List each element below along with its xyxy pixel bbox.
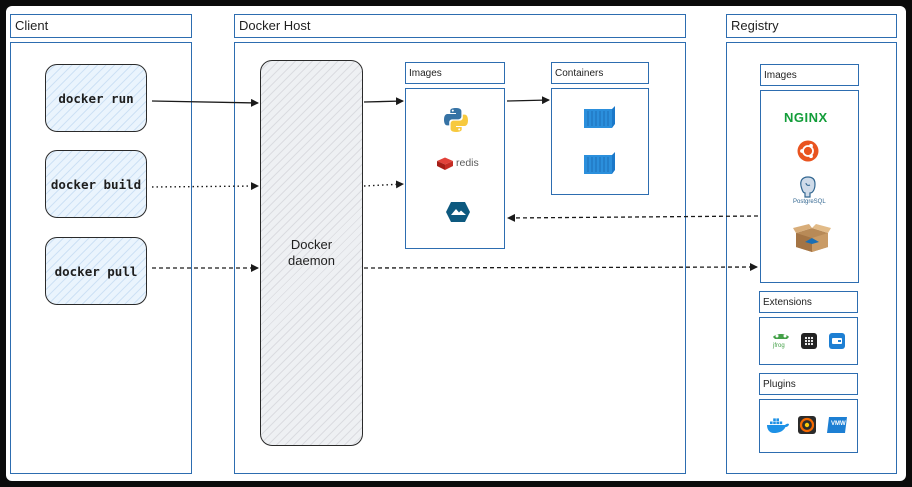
registry-title: Registry [731, 18, 779, 33]
daemon-label: Docker daemon [288, 237, 335, 268]
docker-host-header: Docker Host [234, 14, 686, 38]
dashboard-icon [829, 333, 845, 349]
package-box-icon [793, 224, 831, 252]
client-title: Client [15, 18, 49, 33]
postgresql-label: PostgreSQL [793, 199, 826, 205]
registry-images-header: Images [760, 64, 859, 86]
daemon-to-images-build-arrow [363, 180, 404, 189]
vmware-label: VMW [831, 421, 846, 427]
registry-header: Registry [726, 14, 897, 38]
postgresql-icon [800, 176, 816, 198]
extensions-header: Extensions [759, 291, 858, 313]
docker-whale-icon [767, 418, 789, 433]
docker-build-command[interactable]: docker build [45, 150, 147, 218]
run-arrow [151, 98, 259, 107]
ubuntu-icon [797, 140, 819, 162]
host-images-header: Images [405, 62, 505, 84]
alpine-icon [446, 202, 470, 222]
flow-arrows [151, 96, 759, 272]
grafana-icon [798, 416, 816, 434]
containers-panel [551, 88, 649, 195]
architecture-diagram: Client docker run docker build docker pu… [6, 6, 906, 481]
grid-app-icon [801, 333, 817, 349]
container-icon [584, 106, 615, 128]
build-arrow [151, 182, 259, 191]
redis-label: redis [456, 157, 479, 169]
python-icon [444, 108, 468, 132]
registry-to-images-arrow [507, 213, 759, 222]
vmware-icon [827, 417, 847, 433]
containers-header: Containers [551, 62, 649, 84]
daemon-to-images-arrow [363, 97, 404, 106]
redis-icon [437, 157, 453, 170]
container-icon [584, 152, 615, 174]
jfrog-icon [773, 334, 789, 339]
client-header: Client [10, 14, 192, 38]
jfrog-label: jfrog [773, 343, 785, 349]
nginx-logo: NGINX [784, 110, 828, 125]
docker-run-command[interactable]: docker run [45, 64, 147, 132]
docker-pull-command[interactable]: docker pull [45, 237, 147, 305]
docker-daemon[interactable]: Docker daemon [260, 60, 363, 446]
images-to-containers-arrow [506, 96, 550, 105]
docker-host-title: Docker Host [239, 18, 311, 33]
daemon-to-registry-arrow [363, 263, 758, 272]
plugins-header: Plugins [759, 373, 858, 395]
